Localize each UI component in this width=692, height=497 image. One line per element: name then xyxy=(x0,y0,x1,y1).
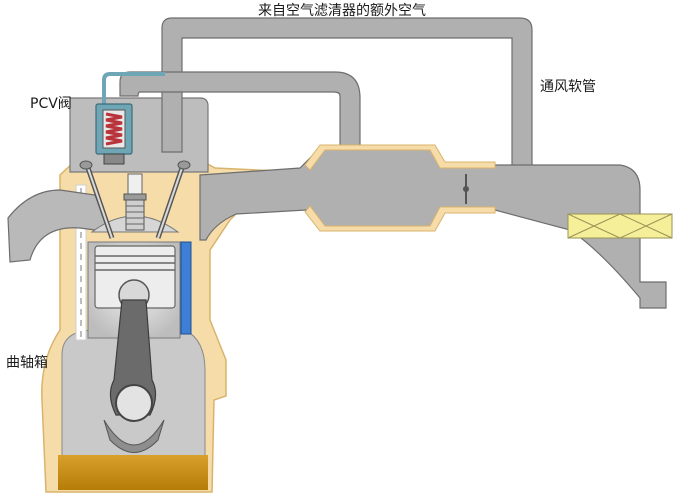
label-crankcase: 曲轴箱 xyxy=(6,355,48,371)
label-pcv-valve: PCV阀 xyxy=(30,96,72,112)
crankshaft-journal xyxy=(115,384,153,422)
piston xyxy=(94,245,176,311)
label-air-filter: 来自空气滤清器的额外空气 xyxy=(258,3,426,19)
coolant-passage xyxy=(180,241,192,335)
intake-duct xyxy=(199,147,667,309)
exhaust-valve xyxy=(155,160,191,239)
oil-sump xyxy=(58,455,208,490)
intake-valve xyxy=(79,160,115,239)
blowby-passage xyxy=(75,184,87,341)
pcv-valve xyxy=(95,103,133,165)
cylinder-head xyxy=(69,97,209,173)
spark-plug xyxy=(123,173,147,231)
connecting-rod xyxy=(109,299,157,416)
throttle-plate xyxy=(463,174,469,204)
air-filter-element xyxy=(567,213,673,239)
label-breather-hose: 通风软管 xyxy=(540,79,596,95)
intake-runner xyxy=(7,189,111,263)
crank-counterweight xyxy=(103,419,165,453)
